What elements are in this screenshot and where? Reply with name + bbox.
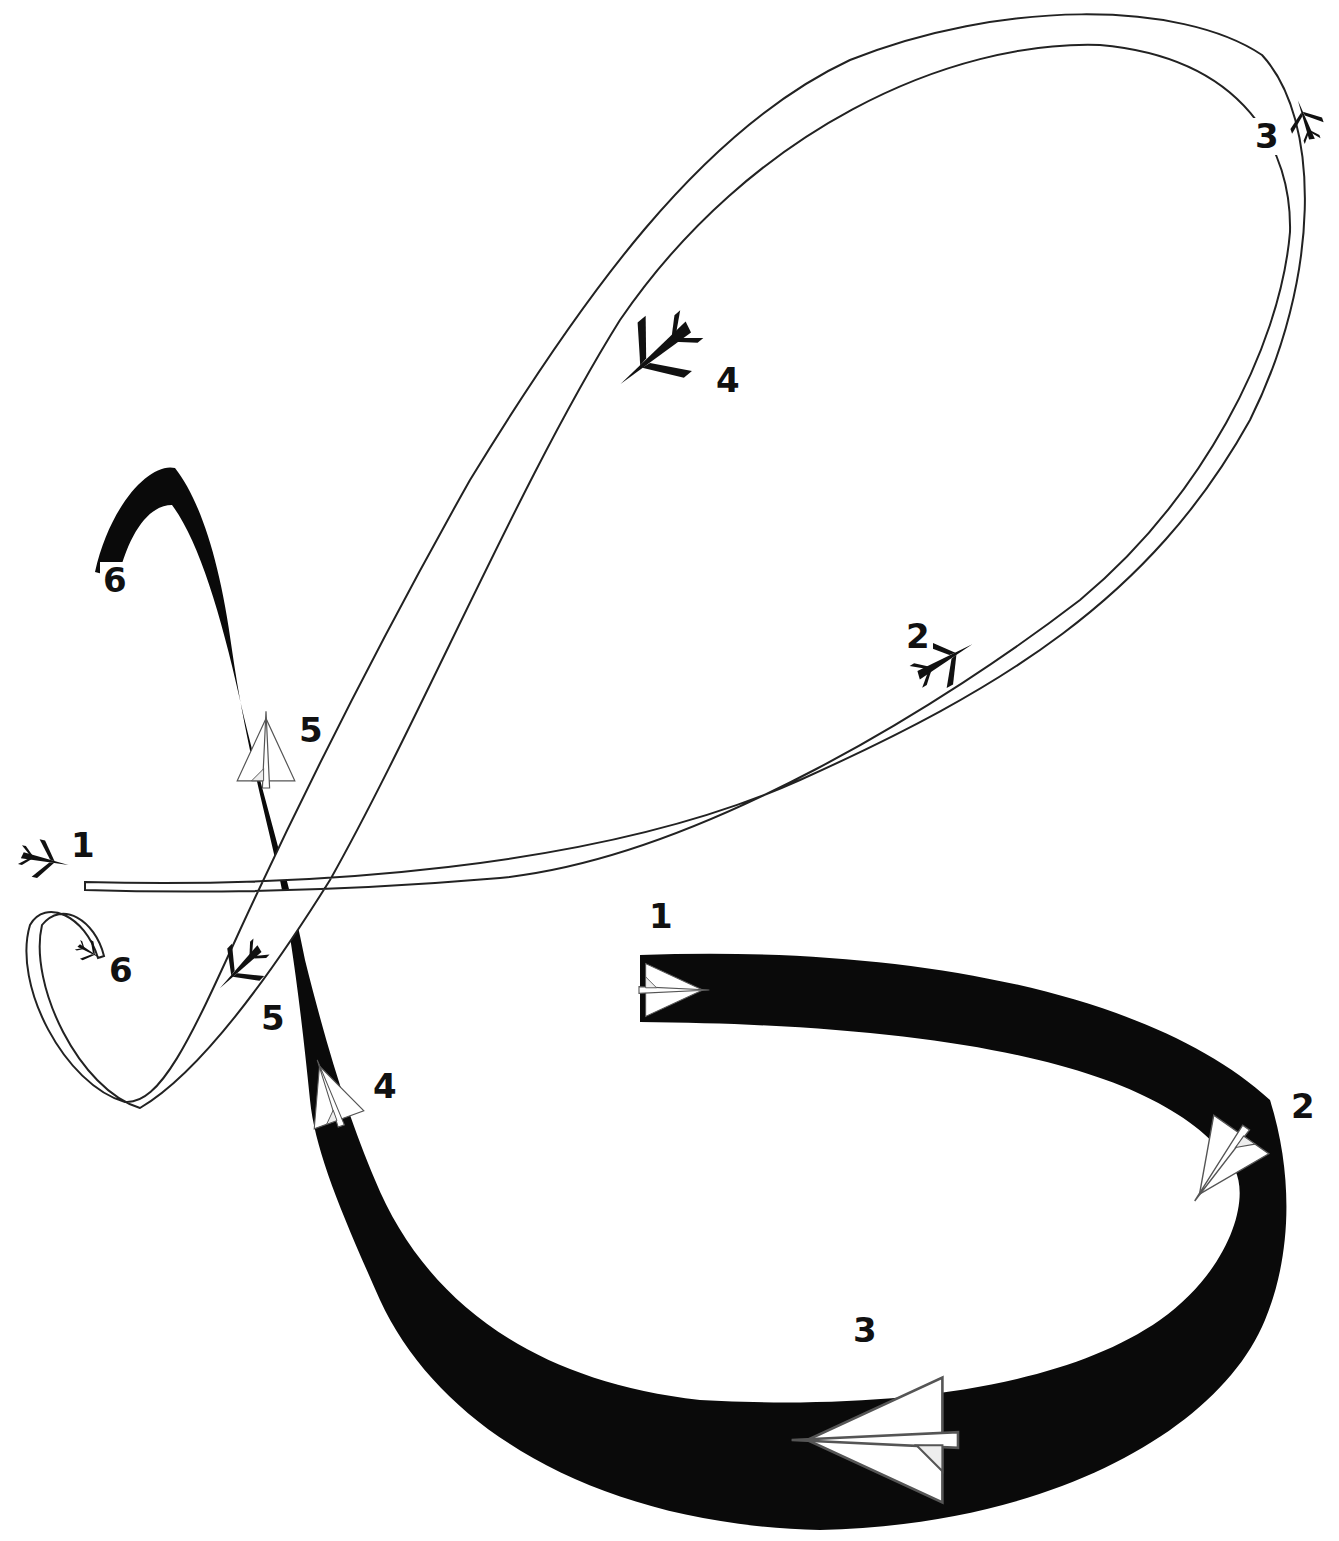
callout-number: 2 <box>1288 1088 1318 1125</box>
jet-silhouette <box>72 935 107 968</box>
callout-number: 6 <box>100 562 130 599</box>
jet-silhouette <box>16 836 72 884</box>
jet-silhouette <box>1282 95 1328 147</box>
callout-number: 4 <box>713 362 743 399</box>
delta-silhouette <box>1167 1108 1273 1220</box>
callout-number: 5 <box>296 712 326 749</box>
jet-silhouette <box>597 297 715 412</box>
callout-number: 2 <box>903 618 933 655</box>
callout-number: 5 <box>258 1000 288 1037</box>
jet-silhouette <box>204 930 278 1004</box>
delta-silhouette <box>639 964 709 1017</box>
delta-silhouette <box>792 1378 958 1503</box>
callout-number: 3 <box>850 1312 880 1349</box>
black-ribbon <box>95 467 1286 1530</box>
callout-number: 3 <box>1252 118 1282 155</box>
callout-number: 6 <box>106 952 136 989</box>
callout-number: 4 <box>370 1068 400 1105</box>
white-ribbon <box>26 14 1304 1108</box>
callout-number: 1 <box>646 898 676 935</box>
delta-silhouette <box>237 711 295 788</box>
callout-number: 1 <box>68 827 98 864</box>
delta-silhouette <box>292 1051 366 1135</box>
